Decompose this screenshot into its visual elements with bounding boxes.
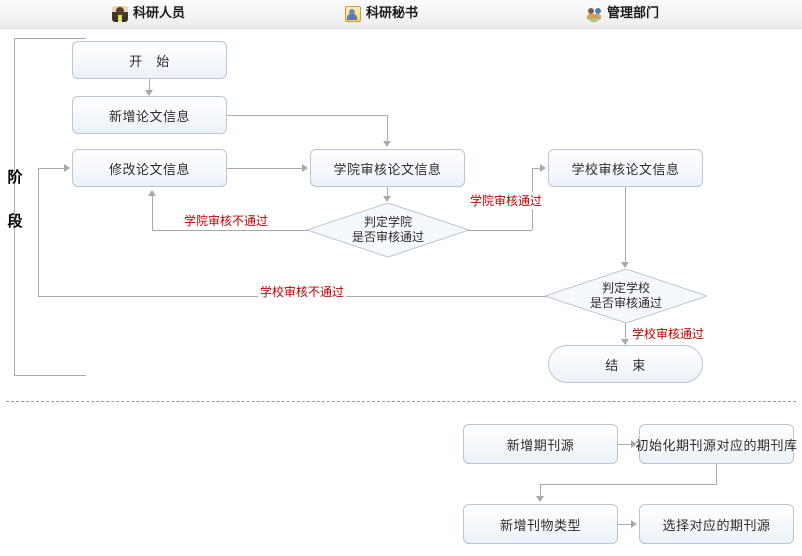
decision-college-line1: 判定学院 (363, 215, 412, 229)
connector-init-to-addtype (540, 484, 541, 496)
connector-addsource-to-init (618, 444, 631, 445)
arrow-edit-to-college (302, 164, 308, 172)
diamond-shape-icon (545, 269, 707, 323)
role-department-label: 管理部门 (607, 6, 660, 21)
node-end[interactable]: 结 束 (548, 345, 703, 383)
connector-college-to-decision (387, 187, 388, 196)
connector-school-to-decision (625, 187, 626, 262)
connector-init-down (716, 464, 717, 484)
connector-college-pass-into (532, 168, 540, 169)
stage-bracket (14, 38, 86, 376)
role-department: 管理部门 (586, 4, 659, 24)
arrow-college-pass-to-school (540, 164, 546, 172)
decision-school-text: 判定学校 是否审核通过 (590, 281, 662, 311)
arrow-school-reject-to-edit (64, 164, 70, 172)
connector-edit-to-college (227, 168, 302, 169)
connector-school-reject-up (38, 168, 39, 296)
connector-start-to-add (149, 79, 150, 90)
researcher-icon (112, 6, 128, 22)
arrow-init-to-addtype (536, 496, 544, 502)
role-researcher: 科研人员 (112, 4, 185, 24)
connector-school-reject-into (38, 168, 64, 169)
connector-college-reject-left (152, 230, 308, 231)
stage-label-char-1: 阶 (7, 168, 23, 186)
decision-college[interactable]: 判定学院 是否审核通过 (307, 203, 469, 257)
arrow-start-to-add (145, 90, 153, 96)
decision-school-line1: 判定学校 (601, 281, 650, 295)
role-secretary-label: 科研秘书 (366, 6, 419, 21)
secretary-icon (345, 6, 361, 22)
arrow-addsource-to-init (631, 440, 637, 448)
connector-add-down (387, 115, 388, 141)
connector-college-reject-up (152, 196, 153, 230)
node-select-journal-source[interactable]: 选择对应的期刊源 (639, 504, 794, 544)
diamond-shape-icon (307, 203, 469, 257)
node-add-journal-source[interactable]: 新增期刊源 (463, 424, 618, 464)
arrow-college-to-decision (383, 196, 391, 202)
department-icon (586, 6, 602, 22)
connector-addtype-to-select (618, 524, 631, 525)
edge-label-college-reject: 学院审核不通过 (182, 212, 271, 229)
arrow-addtype-to-select (631, 520, 637, 528)
connector-college-pass-right (468, 230, 532, 231)
role-secretary: 科研秘书 (345, 4, 418, 24)
node-college-review[interactable]: 学院审核论文信息 (310, 149, 465, 187)
edge-label-school-reject: 学校审核不通过 (258, 283, 347, 300)
role-header-bar: 科研人员 科研秘书 管理部门 (0, 0, 802, 29)
decision-college-line2: 是否审核通过 (351, 230, 424, 244)
arrow-add-to-college (383, 141, 391, 147)
stage-label-char-2: 段 (7, 212, 23, 230)
arrow-school-to-decision (621, 262, 629, 268)
arrow-school-pass-to-end (621, 339, 629, 345)
edge-label-college-pass: 学院审核通过 (468, 192, 545, 209)
node-school-review[interactable]: 学校审核论文信息 (548, 149, 703, 187)
connector-school-pass-down (625, 323, 626, 339)
arrow-college-reject-to-edit (148, 190, 156, 196)
edge-label-school-pass: 学校审核通过 (630, 325, 707, 342)
role-researcher-label: 科研人员 (133, 6, 186, 21)
node-add-journal-type[interactable]: 新增刊物类型 (463, 504, 618, 544)
node-edit-paper[interactable]: 修改论文信息 (72, 149, 227, 187)
connector-init-left (540, 484, 717, 485)
stage-label: 阶 段 (5, 155, 25, 243)
decision-school-line2: 是否审核通过 (589, 296, 662, 310)
node-start[interactable]: 开 始 (72, 41, 227, 79)
decision-school[interactable]: 判定学校 是否审核通过 (545, 269, 707, 323)
node-init-journal-library[interactable]: 初始化期刊源对应的期刊库 (636, 424, 797, 464)
node-add-paper[interactable]: 新增论文信息 (72, 96, 227, 134)
section-divider (6, 401, 796, 402)
connector-add-right (227, 115, 388, 116)
decision-college-text: 判定学院 是否审核通过 (352, 215, 424, 245)
